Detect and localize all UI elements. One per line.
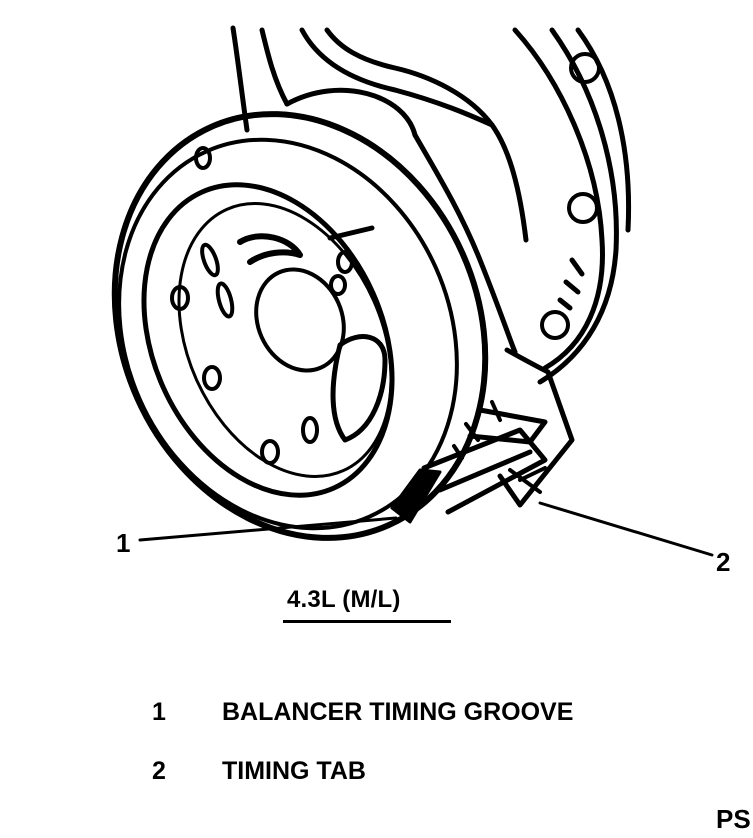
balancer-timing-groove: [390, 468, 442, 524]
timing-tab: [421, 347, 575, 515]
bolt-middle: [567, 192, 599, 224]
balancer-bolt-holes: [170, 146, 354, 465]
engine-label: 4.3L (M/L): [287, 586, 401, 613]
legend-text: BALANCER TIMING GROOVE: [222, 698, 574, 726]
balancer-hub-face: [177, 202, 393, 478]
cover-bolts: [540, 52, 601, 340]
legend-text: TIMING TAB: [222, 757, 366, 785]
legend-number: 2: [152, 757, 166, 785]
figure-code: PS: [716, 804, 751, 834]
legend-number: 1: [152, 698, 166, 726]
balancer-rim-groove: [117, 137, 459, 531]
timing-cover: [230, 25, 632, 385]
callout-2-number: 2: [716, 547, 731, 577]
balancer-center-hub: [254, 267, 346, 373]
balancer-inner-ring: [141, 182, 395, 498]
callout-2-leader: [538, 501, 714, 557]
bolt-upper: [569, 52, 601, 84]
engine-label-underline: [283, 620, 451, 623]
bolt-lower: [540, 310, 570, 340]
harmonic-balancer: [111, 111, 489, 541]
callout-1-leader: [138, 516, 398, 542]
balancer-outer-rim: [111, 111, 489, 541]
callout-1-number: 1: [116, 528, 131, 558]
